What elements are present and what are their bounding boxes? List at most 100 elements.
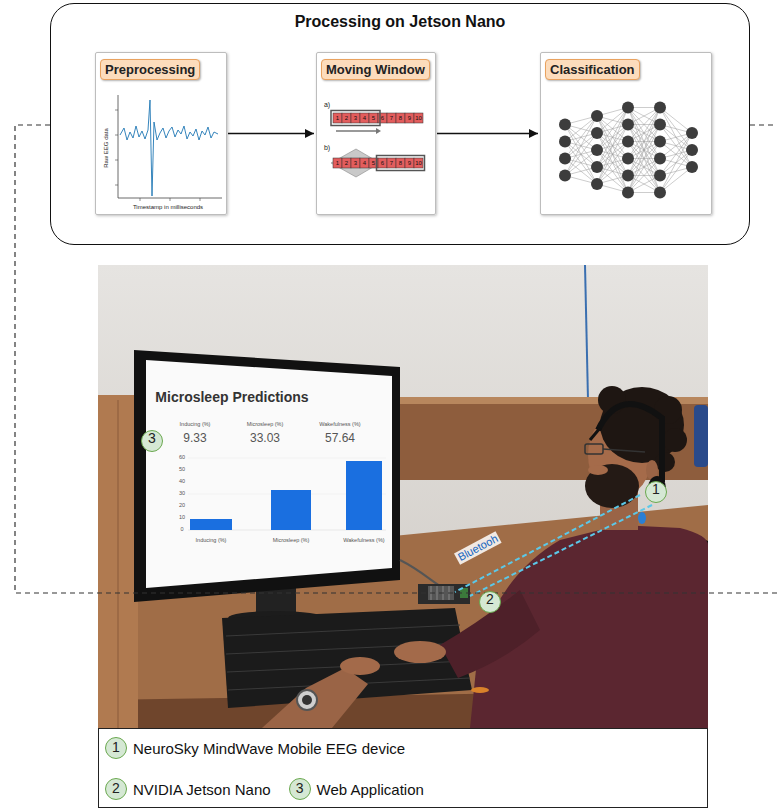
axis-tick: 30 xyxy=(179,491,185,497)
desk-photo xyxy=(98,265,708,728)
network-figure xyxy=(559,136,571,148)
eeg-plot xyxy=(200,198,201,201)
key-text: Web Application xyxy=(317,781,424,798)
eeg-plot xyxy=(115,160,118,161)
window-figure xyxy=(342,113,351,123)
network-figure xyxy=(597,167,628,193)
panel-letter: a) xyxy=(324,101,330,108)
window-figure xyxy=(331,149,380,177)
network-figure xyxy=(628,108,660,159)
network-figure xyxy=(597,159,628,185)
network-figure xyxy=(686,144,698,156)
cell-number: 6 xyxy=(381,115,384,121)
stage-tag: Moving Window xyxy=(321,59,430,80)
window-figure xyxy=(377,156,425,171)
axis-label: Inducing (%) xyxy=(196,538,227,544)
desk-photo xyxy=(146,360,392,588)
window-figure xyxy=(351,113,360,123)
cell-number: 10 xyxy=(415,115,422,121)
network-figure xyxy=(660,108,692,134)
axis-title: Raw EEG data xyxy=(103,128,109,168)
desk-photo xyxy=(394,641,446,663)
desk-photo xyxy=(302,695,312,705)
desk-photo xyxy=(437,586,438,600)
network-figure xyxy=(559,153,571,165)
network-figure xyxy=(565,116,597,142)
window-figure xyxy=(387,158,396,168)
desk-photo xyxy=(663,428,687,452)
network-figure xyxy=(559,102,698,199)
column-header: Wakefulness (%) xyxy=(319,422,360,428)
network-figure xyxy=(591,110,603,122)
callout-number: 3 xyxy=(141,430,163,452)
network-figure xyxy=(660,167,692,193)
dashed-link xyxy=(15,125,777,593)
desk-photo xyxy=(271,490,311,530)
network-figure xyxy=(628,108,660,193)
desk-photo xyxy=(585,464,639,508)
window-figure xyxy=(396,158,405,168)
desk-photo xyxy=(588,465,608,475)
cell-number: 5 xyxy=(372,160,375,166)
metric-value: 33.03 xyxy=(250,432,280,444)
window-figure xyxy=(414,113,423,123)
key-text: NVIDIA Jetson Nano xyxy=(133,781,271,798)
network-figure xyxy=(622,187,634,199)
cell-number: 3 xyxy=(354,115,357,121)
axis-tick: 0 xyxy=(180,527,183,533)
network-figure xyxy=(565,150,597,176)
cell-number: 3 xyxy=(354,160,357,166)
network-figure xyxy=(622,119,634,131)
network-figure xyxy=(622,153,634,165)
eeg-plot xyxy=(170,198,171,201)
desk-photo xyxy=(190,519,232,530)
cell-number: 4 xyxy=(363,160,366,166)
cell-number: 1 xyxy=(336,160,339,166)
panel-title: Processing on Jetson Nano xyxy=(51,13,749,31)
desk-photo xyxy=(134,350,400,602)
network-figure xyxy=(622,102,634,114)
network-figure xyxy=(628,142,660,193)
network-figure xyxy=(654,136,666,148)
desk-photo xyxy=(598,404,662,482)
network-figure xyxy=(686,161,698,173)
panel-letter: b) xyxy=(324,144,330,151)
desk-photo xyxy=(470,505,652,596)
desk-photo xyxy=(471,687,489,693)
eeg-plot xyxy=(98,86,224,212)
eeg-plot xyxy=(118,95,119,198)
desk-photo xyxy=(98,265,708,728)
network-figure xyxy=(622,170,634,182)
window-figure xyxy=(351,158,360,168)
window-figure xyxy=(333,113,342,123)
axis-tick: 20 xyxy=(179,503,185,509)
network-figure xyxy=(622,136,634,148)
cell-number: 4 xyxy=(363,115,366,121)
metric-value: 9.33 xyxy=(183,432,206,444)
desk-photo xyxy=(694,405,708,467)
eeg-plot xyxy=(140,198,141,201)
dashed-link xyxy=(15,125,777,593)
column-header: Microsleep (%) xyxy=(247,422,284,428)
link-label: Bluetooh xyxy=(454,531,502,565)
cell-number: 7 xyxy=(390,115,393,121)
callout-number: 2 xyxy=(105,778,127,800)
axis-tick: 50 xyxy=(179,467,185,473)
window-figure xyxy=(405,113,414,123)
callout-number: 1 xyxy=(105,737,127,759)
network-figure xyxy=(559,170,571,182)
eeg-plot xyxy=(115,185,118,186)
callout-number: 3 xyxy=(289,778,311,800)
desk-photo xyxy=(603,449,645,452)
callout-number: 1 xyxy=(645,481,667,503)
window-figure xyxy=(405,158,414,168)
cell-number: 5 xyxy=(372,115,375,121)
network-figure xyxy=(597,108,628,134)
axis-label: Wakefulness (%) xyxy=(343,538,384,544)
eeg-plot xyxy=(115,110,118,111)
network-figure xyxy=(654,170,666,182)
network-figure xyxy=(628,108,660,159)
